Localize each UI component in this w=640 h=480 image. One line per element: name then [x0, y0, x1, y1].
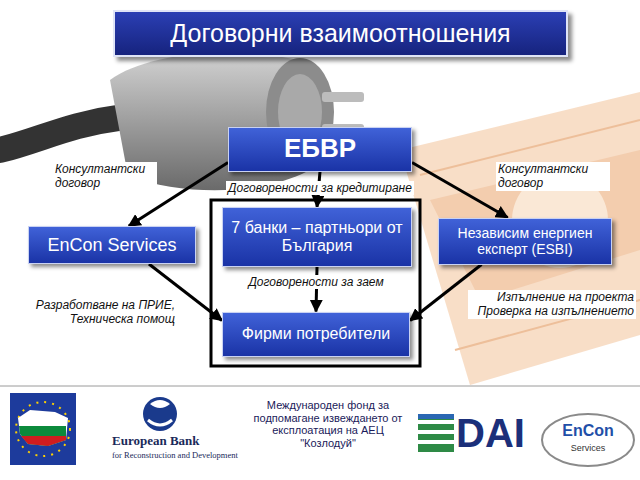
group-bracket [211, 200, 420, 366]
bulgaria-logo [10, 393, 76, 465]
node-label: Фирми потребители [242, 325, 390, 343]
connector-label: Договорености за заем [246, 275, 385, 289]
client-box: Фирми потребители [222, 312, 410, 357]
connector-label: Консултантски договор [53, 162, 157, 191]
bulgaria-logo-part [21, 436, 66, 446]
ebrd-logo [143, 397, 177, 431]
ebrd-logo-part [150, 400, 170, 408]
ebrd-logo-part [148, 420, 172, 425]
dai-logo-part [418, 414, 454, 452]
bulgaria-logo-part [19, 426, 66, 446]
title-banner: Договорни взаимоотношения [113, 10, 568, 57]
connector-label: Договорености за кредитиране [226, 181, 414, 195]
encon-logo-part [542, 414, 634, 466]
node-label: ЕБВР [284, 134, 356, 164]
connector-label: Разработване на ПРИЕ, Техническа помощ [23, 298, 177, 327]
node-label: 7 банки – партньори от България [231, 219, 403, 256]
expert-box: Независим енергиен експерт (ESBI) [438, 218, 612, 265]
bank-box: 7 банки – партньори от България [222, 207, 412, 267]
dai-logo-part [418, 440, 454, 444]
plug-illustration-part [322, 92, 364, 102]
ebrd-logo-part [143, 397, 177, 431]
encon-logo [542, 414, 634, 466]
banknote-illustration-part [430, 150, 640, 300]
connector-label: Консултантски договор [496, 162, 610, 191]
banknote-illustration [400, 92, 640, 385]
node-label: EnCon Services [47, 235, 176, 256]
consultant-box: EnCon Services [28, 226, 196, 264]
dai-logo-part [418, 430, 454, 434]
footer-separator [0, 386, 640, 387]
dai-logo [418, 414, 454, 452]
logo-text: for Reconstruction and Development [112, 451, 242, 461]
logo-text: Services [553, 443, 623, 453]
node-label: Независим енергиен експерт (ESBI) [447, 225, 603, 257]
bulgaria-logo-part [10, 393, 76, 465]
dai-logo-part [418, 420, 454, 424]
connector-label: Изпълнение на проекта Проверка на изпълн… [468, 290, 636, 319]
bulgaria-logo-part [18, 410, 68, 446]
logo-text: DAI [456, 410, 536, 456]
plug-illustration-part [0, 118, 118, 150]
banknote-illustration-part [400, 92, 640, 385]
dai-logo-part [418, 414, 454, 419]
logo-text: EnCon [553, 422, 623, 440]
organisation-box: ЕБВР [228, 127, 412, 172]
bulgaria-logo-part [16, 402, 70, 456]
arrow-connector [412, 163, 508, 218]
fund-caption: Международен фонд за подпомагане извежда… [248, 399, 408, 450]
logo-text: European Bank [112, 434, 242, 449]
